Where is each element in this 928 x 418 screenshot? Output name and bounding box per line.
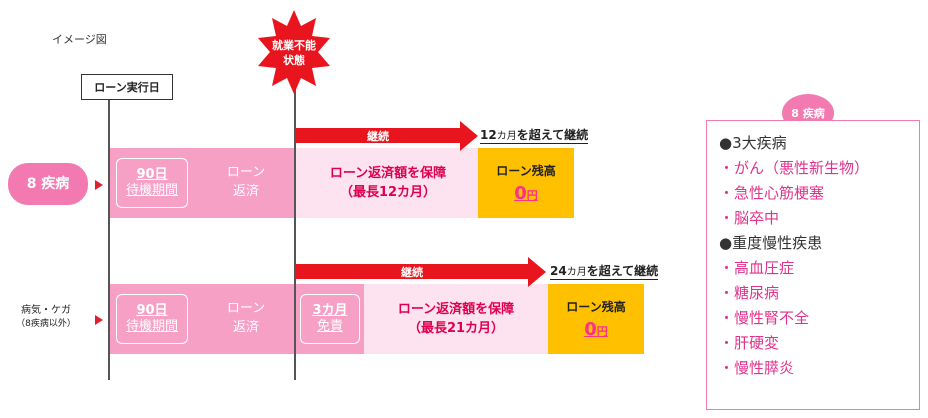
disability-starburst (258, 10, 330, 94)
row1-wait-days: 90日 (136, 166, 168, 182)
row1-guarantee-bar (296, 148, 478, 218)
disability-text: 就業不能 状態 (262, 38, 326, 69)
row1-arrow-head-icon (460, 121, 478, 151)
row1-wait-label: 待機期間 (125, 183, 178, 198)
row1-guarantee-line2: （最長12カ月） (339, 185, 437, 200)
row2-exempt-box: 3カ月 免責 (300, 294, 360, 344)
row2-continue-rest: を超えて継続 (586, 264, 659, 278)
disease-list-panel: ●3大疾病・がん（悪性新生物） ・急性心筋梗塞・脳卒中 ●重度慢性疾患・高血圧症・糖… (706, 120, 920, 410)
row2-loan-repay-line1: ローン (226, 300, 266, 316)
disease-list-item: ・急性心筋梗塞 (719, 184, 825, 202)
row2-loan-repay: ローン 返済 (210, 294, 282, 342)
row2-continue-unit: カ月 (566, 267, 587, 278)
disease-list-item: ・がん（悪性新生物） (719, 159, 870, 177)
row2-continue-label: 24カ月を超えて継続 (550, 262, 659, 280)
disease-list-item: ・高血圧症 (719, 259, 795, 277)
row2-category-line1: 病気・ケガ (21, 305, 71, 316)
row1-balance-value-wrap: 0円 (514, 183, 538, 204)
row1-continue-num: 12 (480, 128, 497, 142)
row1-loan-repay-line1: ローン (226, 164, 266, 180)
row1-guarantee-text: ローン返済額を保障 （最長12カ月） (300, 148, 476, 218)
row1-wait-bar (110, 148, 294, 218)
row1-category-pill: 8 疾病 (8, 163, 88, 205)
loan-start-label: ローン実行日 (81, 74, 173, 100)
row1-continue-arrow: 継続 (296, 128, 460, 143)
row2-guarantee-text: ローン返済額を保障 （最長21カ月） (366, 284, 546, 354)
row2-wait-bar (110, 284, 294, 354)
row1-guarantee-line1: ローン返済額を保障 (329, 165, 447, 181)
row2-guarantee-line2: （最長21カ月） (407, 321, 505, 336)
row1-balance-value: 0 (514, 183, 527, 204)
row2-guarantee-line1: ローン返済額を保障 (397, 301, 515, 317)
row2-guarantee-bar (364, 284, 548, 354)
row1-pointer-icon (95, 180, 103, 190)
row1-continue-rest: を超えて継続 (516, 128, 589, 142)
row2-wait-days: 90日 (136, 302, 168, 318)
row2-exempt-months: 3カ月 (312, 302, 348, 318)
row1-balance-title: ローン残高 (496, 164, 556, 178)
disability-text-line1: 就業不能 (272, 39, 316, 52)
disability-line (294, 88, 296, 380)
row2-wait-box: 90日 待機期間 (116, 294, 188, 344)
disability-text-line2: 状態 (283, 54, 305, 68)
disease-list-item: ・糖尿病 (719, 284, 780, 302)
row2-exempt-label: 免責 (316, 319, 343, 334)
disease-list-item: ・肝硬変 (719, 334, 780, 352)
row2-balance-title: ローン残高 (566, 300, 626, 314)
row2-continue-arrow: 継続 (296, 264, 528, 279)
row1-continue-label: 12カ月を超えて継続 (480, 126, 589, 144)
loan-start-line (108, 96, 110, 380)
row2-category-line2: （8疾病以外） (16, 319, 76, 329)
row2-continue-num: 24 (550, 264, 567, 278)
row1-balance-box: ローン残高 0円 (478, 148, 574, 218)
disease-list-item: ・慢性膵炎 (719, 359, 795, 377)
disease-group-heading: ●3大疾病 (719, 134, 787, 152)
disease-group-heading: ●重度慢性疾患 (719, 234, 823, 252)
row2-pointer-icon (95, 315, 103, 325)
disease-list-item: ・脳卒中 (719, 209, 780, 227)
row2-balance-unit: 円 (596, 325, 608, 338)
row2-wait-label: 待機期間 (125, 319, 178, 334)
row1-loan-repay-line2: 返済 (232, 184, 259, 199)
row2-balance-box: ローン残高 0円 (548, 284, 644, 354)
disease-list: ●3大疾病・がん（悪性新生物） ・急性心筋梗塞・脳卒中 ●重度慢性疾患・高血圧症・糖… (707, 121, 919, 381)
row2-balance-value: 0 (584, 319, 597, 340)
row2-loan-repay-line2: 返済 (232, 320, 259, 335)
row2-balance-value-wrap: 0円 (584, 319, 608, 340)
row1-continue-unit: カ月 (496, 131, 517, 142)
row1-wait-box: 90日 待機期間 (116, 158, 188, 208)
row1-balance-unit: 円 (526, 189, 538, 202)
row2-arrow-head-icon (528, 257, 546, 287)
disease-list-item: ・慢性腎不全 (719, 309, 810, 327)
row2-category-label: 病気・ケガ （8疾病以外） (6, 303, 86, 332)
diagram-caption: イメージ図 (52, 33, 107, 46)
row2-exempt-bar (296, 284, 364, 354)
row1-loan-repay: ローン 返済 (210, 158, 282, 206)
